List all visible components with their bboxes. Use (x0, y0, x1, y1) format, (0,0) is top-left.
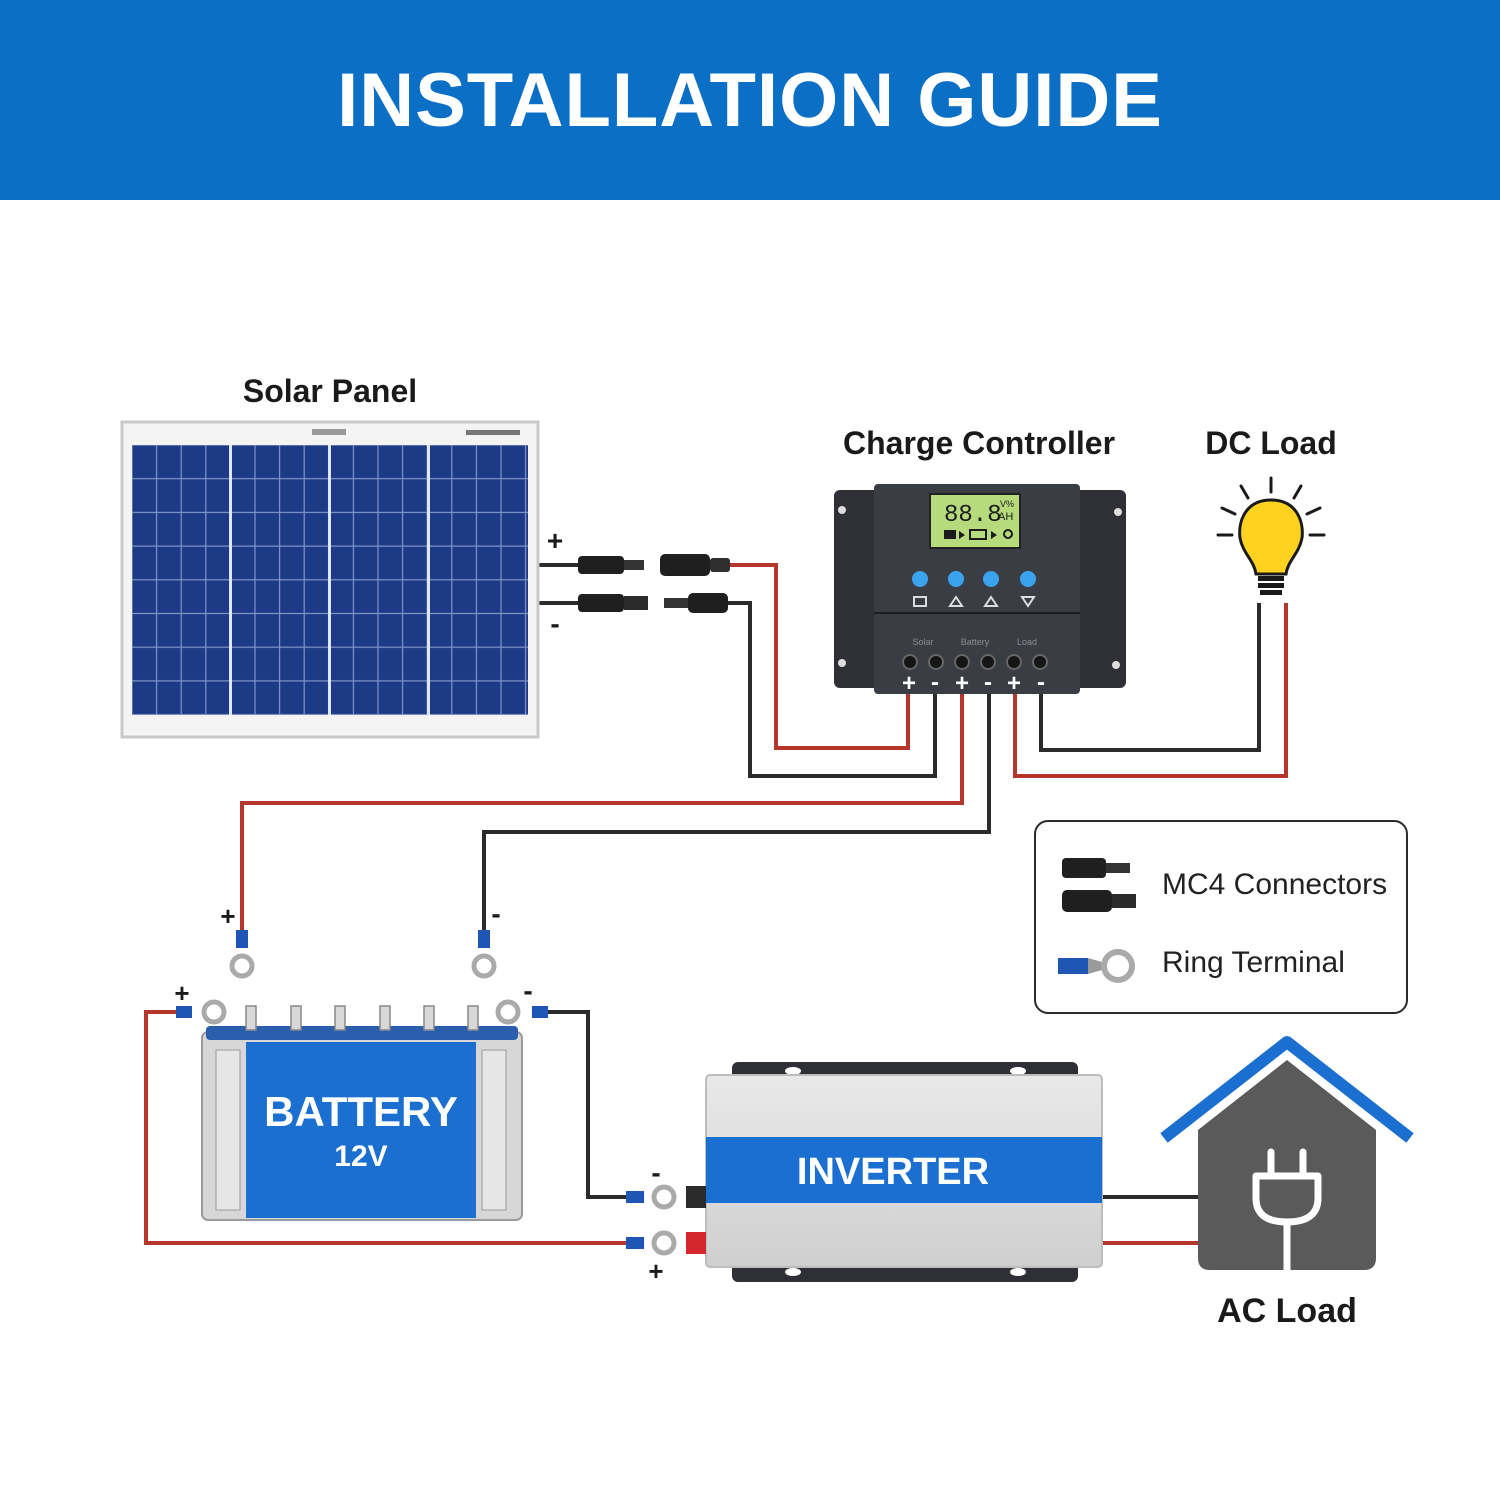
controller-button-1 (912, 571, 928, 587)
terminal-group-battery: Battery (961, 637, 990, 647)
controller-button-3 (983, 571, 999, 587)
legend: MC4 Connectors Ring Terminal (1034, 820, 1408, 1014)
controller-button-4 (1020, 571, 1036, 587)
inverter (686, 1062, 1103, 1282)
lcd-digits: 88.8 (944, 502, 1002, 529)
controller-battery-plus: + (955, 670, 969, 697)
ring-terminal-battery-side-negative (495, 999, 548, 1025)
solar-negative-wire (728, 601, 937, 778)
panel-minus-sign: - (550, 608, 559, 639)
charge-controller-label: Charge Controller (843, 425, 1115, 461)
mc4-connector-pair-negative (578, 593, 728, 613)
terminal-group-load: Load (1017, 637, 1037, 647)
controller-button-2 (948, 571, 964, 587)
page-title: INSTALLATION GUIDE (337, 57, 1163, 143)
controller-battery-minus: - (984, 669, 992, 696)
controller-load-plus: + (1007, 670, 1021, 697)
battery-voltage: 12V (334, 1140, 387, 1173)
battery-positive-wire (240, 690, 964, 930)
legend-item-mc4-label: MC4 Connectors (1162, 868, 1388, 901)
solar-positive-wire (728, 563, 910, 750)
ring-terminal-inverter-negative (626, 1184, 677, 1210)
power-plug-icon (1252, 1148, 1322, 1274)
ring-terminal-icon (1058, 949, 1135, 983)
load-positive-wire (1013, 603, 1288, 778)
controller-load-minus: - (1037, 669, 1045, 696)
controller-solar-plus: + (902, 670, 916, 697)
ring-terminal-battery-negative (471, 930, 497, 979)
load-negative-wire (1039, 603, 1261, 752)
battery-title: BATTERY (264, 1088, 458, 1135)
legend-item-ring-label: Ring Terminal (1162, 946, 1345, 979)
solar-panel-label: Solar Panel (243, 373, 417, 409)
battery-negative-wire (482, 690, 991, 930)
inverter-negative-wire (548, 1010, 630, 1199)
header-banner: INSTALLATION GUIDE (0, 0, 1500, 200)
mc4-connector-icon (1062, 858, 1136, 912)
inverter-label: INVERTER (797, 1151, 989, 1193)
battery-lead-minus-sign: - (491, 898, 500, 929)
battery-side-plus-sign: + (174, 978, 189, 1008)
ring-terminal-battery-side-positive (176, 999, 227, 1025)
inverter-plus-sign: + (648, 1256, 663, 1286)
ring-terminal-inverter-positive (626, 1230, 677, 1256)
dc-load-label: DC Load (1205, 425, 1337, 461)
lcd-icons (944, 529, 1013, 540)
lcd-unit-top: V% (1000, 499, 1014, 509)
light-bulb-icon (1216, 476, 1326, 595)
lcd-unit-bottom: AH (998, 511, 1013, 523)
battery-side-minus-sign: - (523, 975, 532, 1006)
panel-plus-sign: + (547, 525, 563, 556)
charge-controller (834, 484, 1126, 694)
house-icon (1160, 1036, 1414, 1270)
inverter-minus-sign: - (651, 1157, 660, 1188)
solar-panel (120, 420, 540, 739)
battery (201, 1005, 523, 1221)
mc4-connector-pair-positive (578, 554, 730, 576)
battery-lead-plus-sign: + (220, 901, 235, 931)
terminal-group-solar: Solar (912, 637, 933, 647)
inverter-positive-wire (144, 1010, 630, 1245)
wires (144, 563, 1288, 1245)
controller-solar-minus: - (931, 669, 939, 696)
ring-terminal-battery-positive (229, 930, 255, 979)
ac-load-label: AC Load (1217, 1292, 1357, 1330)
